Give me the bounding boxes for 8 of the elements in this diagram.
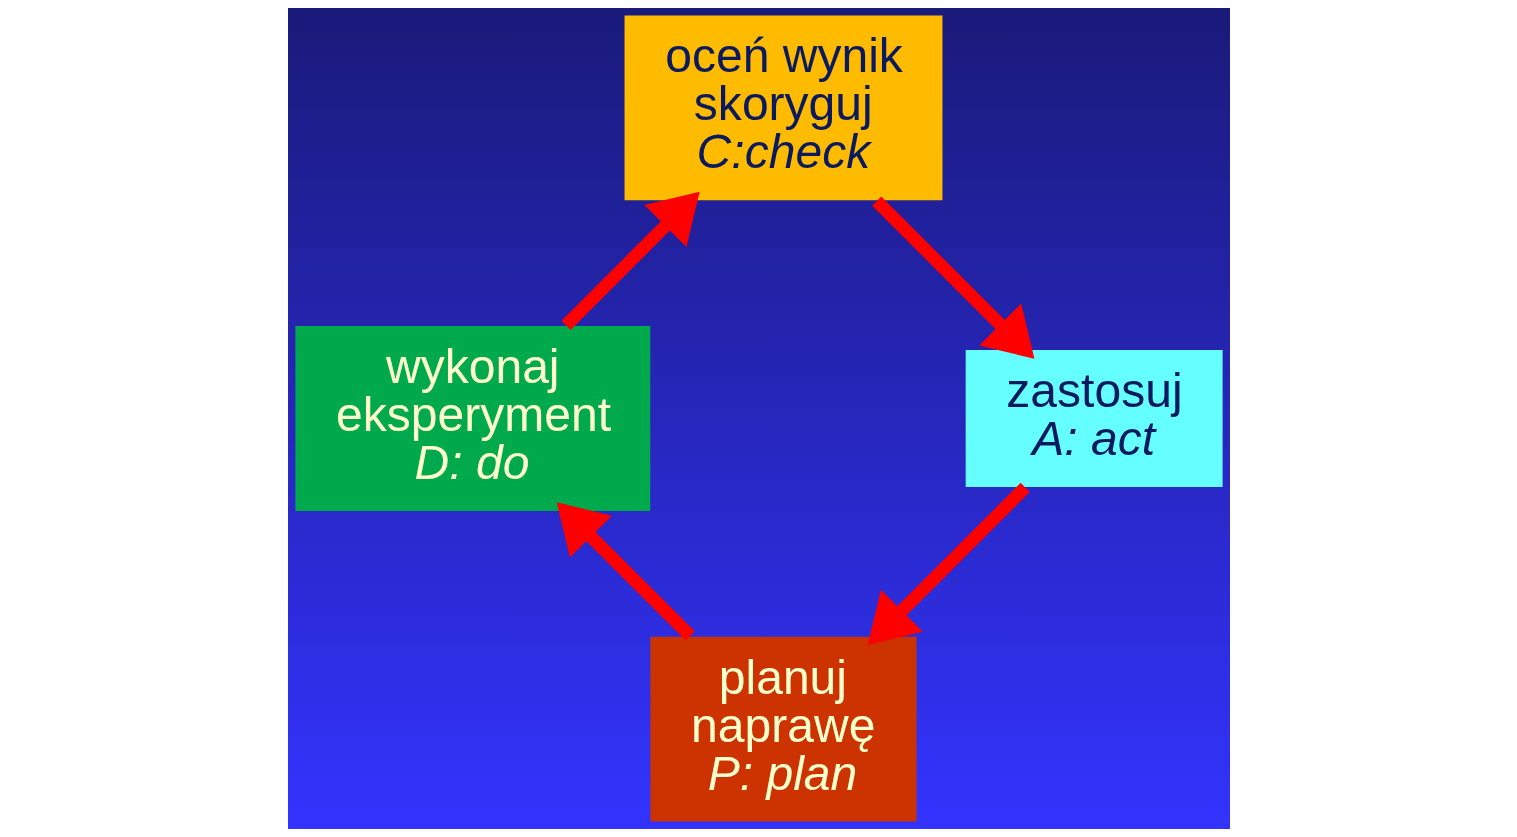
arrow xyxy=(556,502,695,641)
node-box: oceń wynik skoryguj C:check xyxy=(624,15,942,201)
arrow xyxy=(871,196,1034,359)
arrow xyxy=(867,482,1030,645)
node-box: planuj naprawę P: plan xyxy=(649,636,917,822)
node-box: wykonaj eksperyment D: do xyxy=(294,326,650,511)
node-box: zastosuj A: act xyxy=(965,350,1223,487)
arrow xyxy=(560,191,700,330)
